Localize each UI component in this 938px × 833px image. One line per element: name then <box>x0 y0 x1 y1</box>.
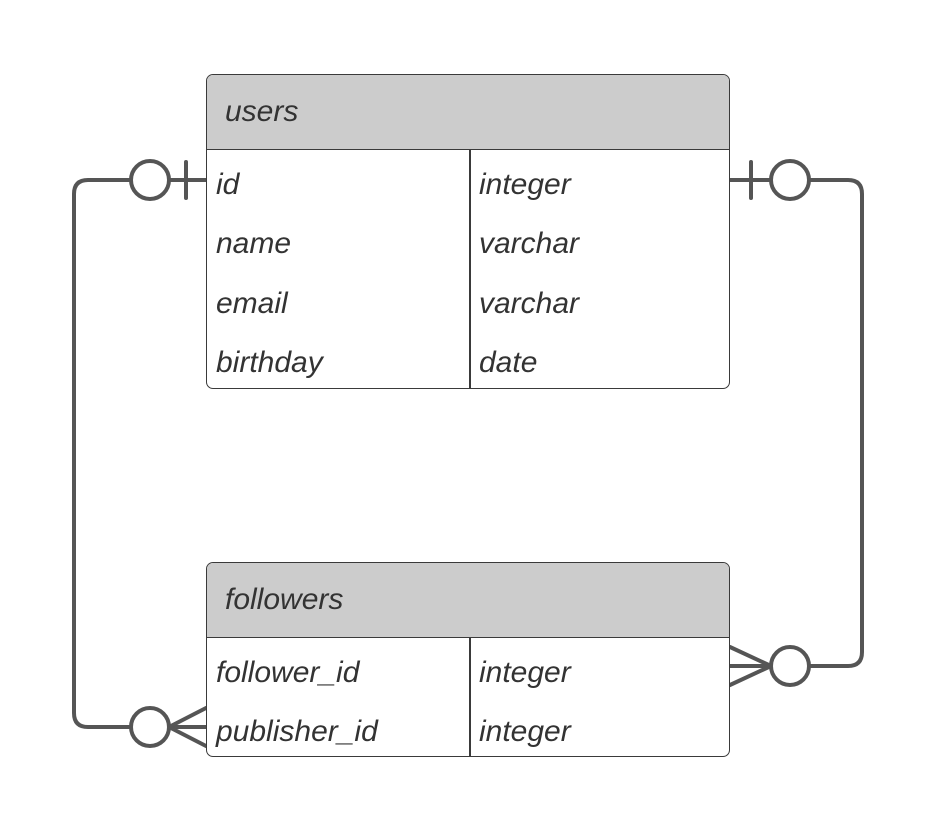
entity-fields: id integer name varchar email varchar bi… <box>207 150 729 388</box>
zero-circle-left-bottom <box>129 706 171 748</box>
field-type: integer <box>479 715 571 749</box>
field-name: id <box>216 167 240 201</box>
entity-fields: follower_id integer publisher_id integer <box>207 638 729 756</box>
connector-line-right <box>728 178 864 668</box>
entity-followers[interactable]: followers follower_id integer publisher_… <box>206 562 730 757</box>
crowfoot-right <box>728 645 773 687</box>
field-name: publisher_id <box>216 715 378 749</box>
entity-users[interactable]: users id integer name varchar email varc… <box>206 74 730 389</box>
field-name: email <box>216 286 288 320</box>
relationship-users-id-to-publisher-id <box>72 159 208 748</box>
field-type: varchar <box>479 227 580 261</box>
zero-circle-right-bottom <box>769 645 811 687</box>
field-name: follower_id <box>216 655 360 689</box>
field-type: date <box>479 346 538 380</box>
connector-line-left <box>72 178 208 729</box>
column-divider <box>469 638 471 756</box>
field-type: integer <box>479 655 571 689</box>
field-row[interactable]: publisher_id integer <box>207 703 729 757</box>
field-row[interactable]: follower_id integer <box>207 643 729 703</box>
relationship-users-id-to-follower-id <box>728 159 864 687</box>
zero-circle-right-top <box>769 159 811 201</box>
field-type: integer <box>479 167 571 201</box>
field-row[interactable]: birthday date <box>207 334 729 389</box>
entity-header: users <box>207 75 729 150</box>
crowfoot-left <box>167 706 208 748</box>
field-name: name <box>216 227 292 261</box>
zero-circle-left-top <box>129 159 171 201</box>
field-row[interactable]: name varchar <box>207 215 729 275</box>
field-row[interactable]: id integer <box>207 155 729 215</box>
entity-title: users <box>225 95 299 128</box>
entity-header: followers <box>207 563 729 638</box>
field-row[interactable]: email varchar <box>207 274 729 334</box>
column-divider <box>469 150 471 388</box>
entity-title: followers <box>225 583 344 616</box>
field-name: birthday <box>216 346 323 380</box>
field-type: varchar <box>479 286 580 320</box>
